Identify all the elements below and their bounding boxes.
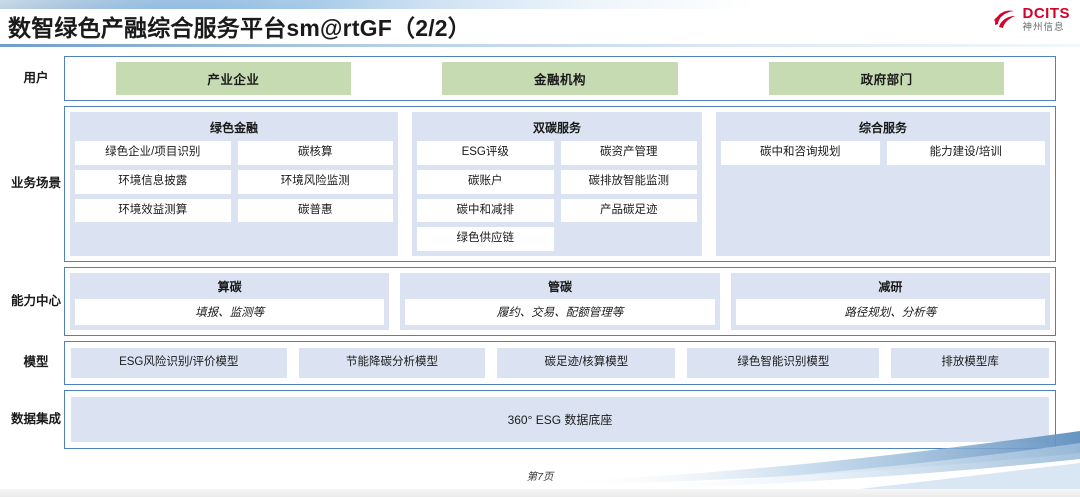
scenario-group-dual-carbon: 双碳服务 ESG评级 碳资产管理 碳账户 碳排放智能监测 碳中和减排 产品碳足迹… (412, 112, 702, 257)
scenario-group-title: 综合服务 (858, 121, 907, 135)
model-box[interactable]: 节能降碳分析模型 (298, 348, 486, 378)
scenario-item[interactable]: 碳中和减排 (417, 198, 554, 223)
model-box[interactable]: 绿色智能识别模型 (687, 348, 880, 378)
model-box[interactable]: 排放模型库 (891, 348, 1049, 378)
capability-group-title: 减研 (878, 280, 903, 295)
row-body-business-scenarios: 绿色金融 绿色企业/项目识别 碳核算 环境信息披露 环境风险监测 环境效益测算 … (64, 106, 1056, 263)
model-box[interactable]: ESG风险识别/评价模型 (71, 348, 287, 378)
scenario-group-title: 双碳服务 (532, 121, 581, 135)
page-number-footer: 第7页 (526, 471, 554, 483)
scenario-item[interactable]: ESG评级 (417, 141, 554, 165)
company-logo: DCITS 神州信息 (992, 6, 1071, 33)
scenario-item[interactable]: 绿色企业/项目识别 (75, 141, 231, 165)
user-box-government[interactable]: 政府部门 (769, 62, 1005, 95)
dcits-swirl-icon (992, 8, 1018, 30)
user-cell: 产业企业 (70, 62, 397, 95)
scenario-item[interactable]: 碳核算 (237, 141, 393, 165)
row-data-integration: 数据集成 360° ESG 数据底座 (8, 389, 1056, 449)
capability-group-title: 管碳 (547, 280, 572, 295)
capability-groups: 算碳 填报、监测等 管碳 履约、交易、配额管理等 减研 路径规划、分析等 (70, 273, 1050, 331)
scenario-item[interactable]: 环境信息披露 (75, 169, 231, 194)
scenario-item[interactable]: 碳账户 (417, 169, 554, 194)
capability-group-subtitle: 填报、监测等 (75, 299, 385, 326)
capability-group-calculate-carbon[interactable]: 算碳 填报、监测等 (70, 273, 390, 331)
row-capability-center: 能力中心 算碳 填报、监测等 管碳 履约、交易、配额管理等 减研 路径规划、分析… (8, 267, 1056, 337)
top-banner-sheen (0, 0, 520, 9)
scenario-item[interactable]: 环境风险监测 (237, 169, 393, 194)
model-list: ESG风险识别/评价模型 节能降碳分析模型 碳足迹/核算模型 绿色智能识别模型 … (71, 348, 1049, 378)
top-decorative-banner (0, 0, 1080, 9)
capability-group-subtitle: 履约、交易、配额管理等 (405, 299, 715, 326)
scenario-item-list: ESG评级 碳资产管理 碳账户 碳排放智能监测 碳中和减排 产品碳足迹 绿色供应… (417, 141, 697, 252)
scenario-item[interactable]: 环境效益测算 (75, 198, 231, 223)
title-divider (0, 44, 1080, 47)
capability-group-reduce-research[interactable]: 减研 路径规划、分析等 (730, 273, 1050, 331)
architecture-grid: 用户 产业企业 金融机构 政府部门 业务场景 (8, 56, 1056, 454)
logo-text: DCITS 神州信息 (1023, 6, 1071, 33)
user-cell: 政府部门 (723, 62, 1050, 95)
row-label-business-scenarios: 业务场景 (10, 176, 61, 191)
logo-brand-name: DCITS (1022, 5, 1070, 22)
scenario-group-comprehensive: 综合服务 碳中和咨询规划 能力建设/培训 (716, 112, 1050, 257)
scenario-item[interactable]: 碳中和咨询规划 (721, 141, 880, 165)
capability-group-title: 算碳 (217, 280, 242, 295)
capability-group-subtitle: 路径规划、分析等 (735, 299, 1045, 326)
row-body-models: ESG风险识别/评价模型 节能降碳分析模型 碳足迹/核算模型 绿色智能识别模型 … (64, 341, 1056, 385)
row-body-users: 产业企业 金融机构 政府部门 (64, 56, 1056, 101)
scenario-item-list: 碳中和咨询规划 能力建设/培训 (721, 141, 1045, 239)
user-box-industry[interactable]: 产业企业 (115, 62, 351, 95)
row-body-data-integration: 360° ESG 数据底座 (64, 389, 1056, 449)
model-box[interactable]: 碳足迹/核算模型 (497, 348, 676, 378)
logo-brand-sub: 神州信息 (1022, 22, 1065, 33)
scenario-group-green-finance: 绿色金融 绿色企业/项目识别 碳核算 环境信息披露 环境风险监测 环境效益测算 … (70, 112, 398, 257)
row-business-scenarios: 业务场景 绿色金融 绿色企业/项目识别 碳核算 环境信息披露 环境风险监测 环境… (8, 106, 1056, 263)
row-label-models: 模型 (23, 355, 49, 370)
data-foundation-box[interactable]: 360° ESG 数据底座 (71, 396, 1049, 442)
row-users: 用户 产业企业 金融机构 政府部门 (8, 56, 1056, 101)
row-models: 模型 ESG风险识别/评价模型 节能降碳分析模型 碳足迹/核算模型 绿色智能识别… (8, 341, 1056, 385)
user-box-financial[interactable]: 金融机构 (442, 62, 678, 95)
page-title: 数智绿色产融综合服务平台sm@rtGF（2/2） (8, 15, 471, 41)
scenario-group-title: 绿色金融 (209, 121, 258, 135)
scenario-item[interactable]: 碳排放智能监测 (560, 169, 697, 194)
scenario-item-list: 绿色企业/项目识别 碳核算 环境信息披露 环境风险监测 环境效益测算 碳普惠 (75, 141, 393, 239)
scenario-item[interactable]: 碳普惠 (237, 198, 393, 223)
row-label-capability-center: 能力中心 (10, 293, 61, 308)
scenario-item[interactable]: 绿色供应链 (417, 227, 554, 252)
row-label-users: 用户 (23, 70, 49, 85)
scenario-item[interactable]: 碳资产管理 (560, 141, 697, 165)
user-list: 产业企业 金融机构 政府部门 (70, 62, 1050, 95)
scenario-item[interactable]: 产品碳足迹 (560, 198, 697, 223)
capability-group-manage-carbon[interactable]: 管碳 履约、交易、配额管理等 (400, 273, 720, 331)
scenario-item[interactable]: 能力建设/培训 (886, 141, 1045, 165)
scenario-groups: 绿色金融 绿色企业/项目识别 碳核算 环境信息披露 环境风险监测 环境效益测算 … (70, 112, 1050, 257)
row-label-data-integration: 数据集成 (10, 411, 61, 426)
row-body-capability-center: 算碳 填报、监测等 管碳 履约、交易、配额管理等 减研 路径规划、分析等 (64, 267, 1056, 337)
bottom-bar (0, 489, 1080, 497)
user-cell: 金融机构 (397, 62, 724, 95)
